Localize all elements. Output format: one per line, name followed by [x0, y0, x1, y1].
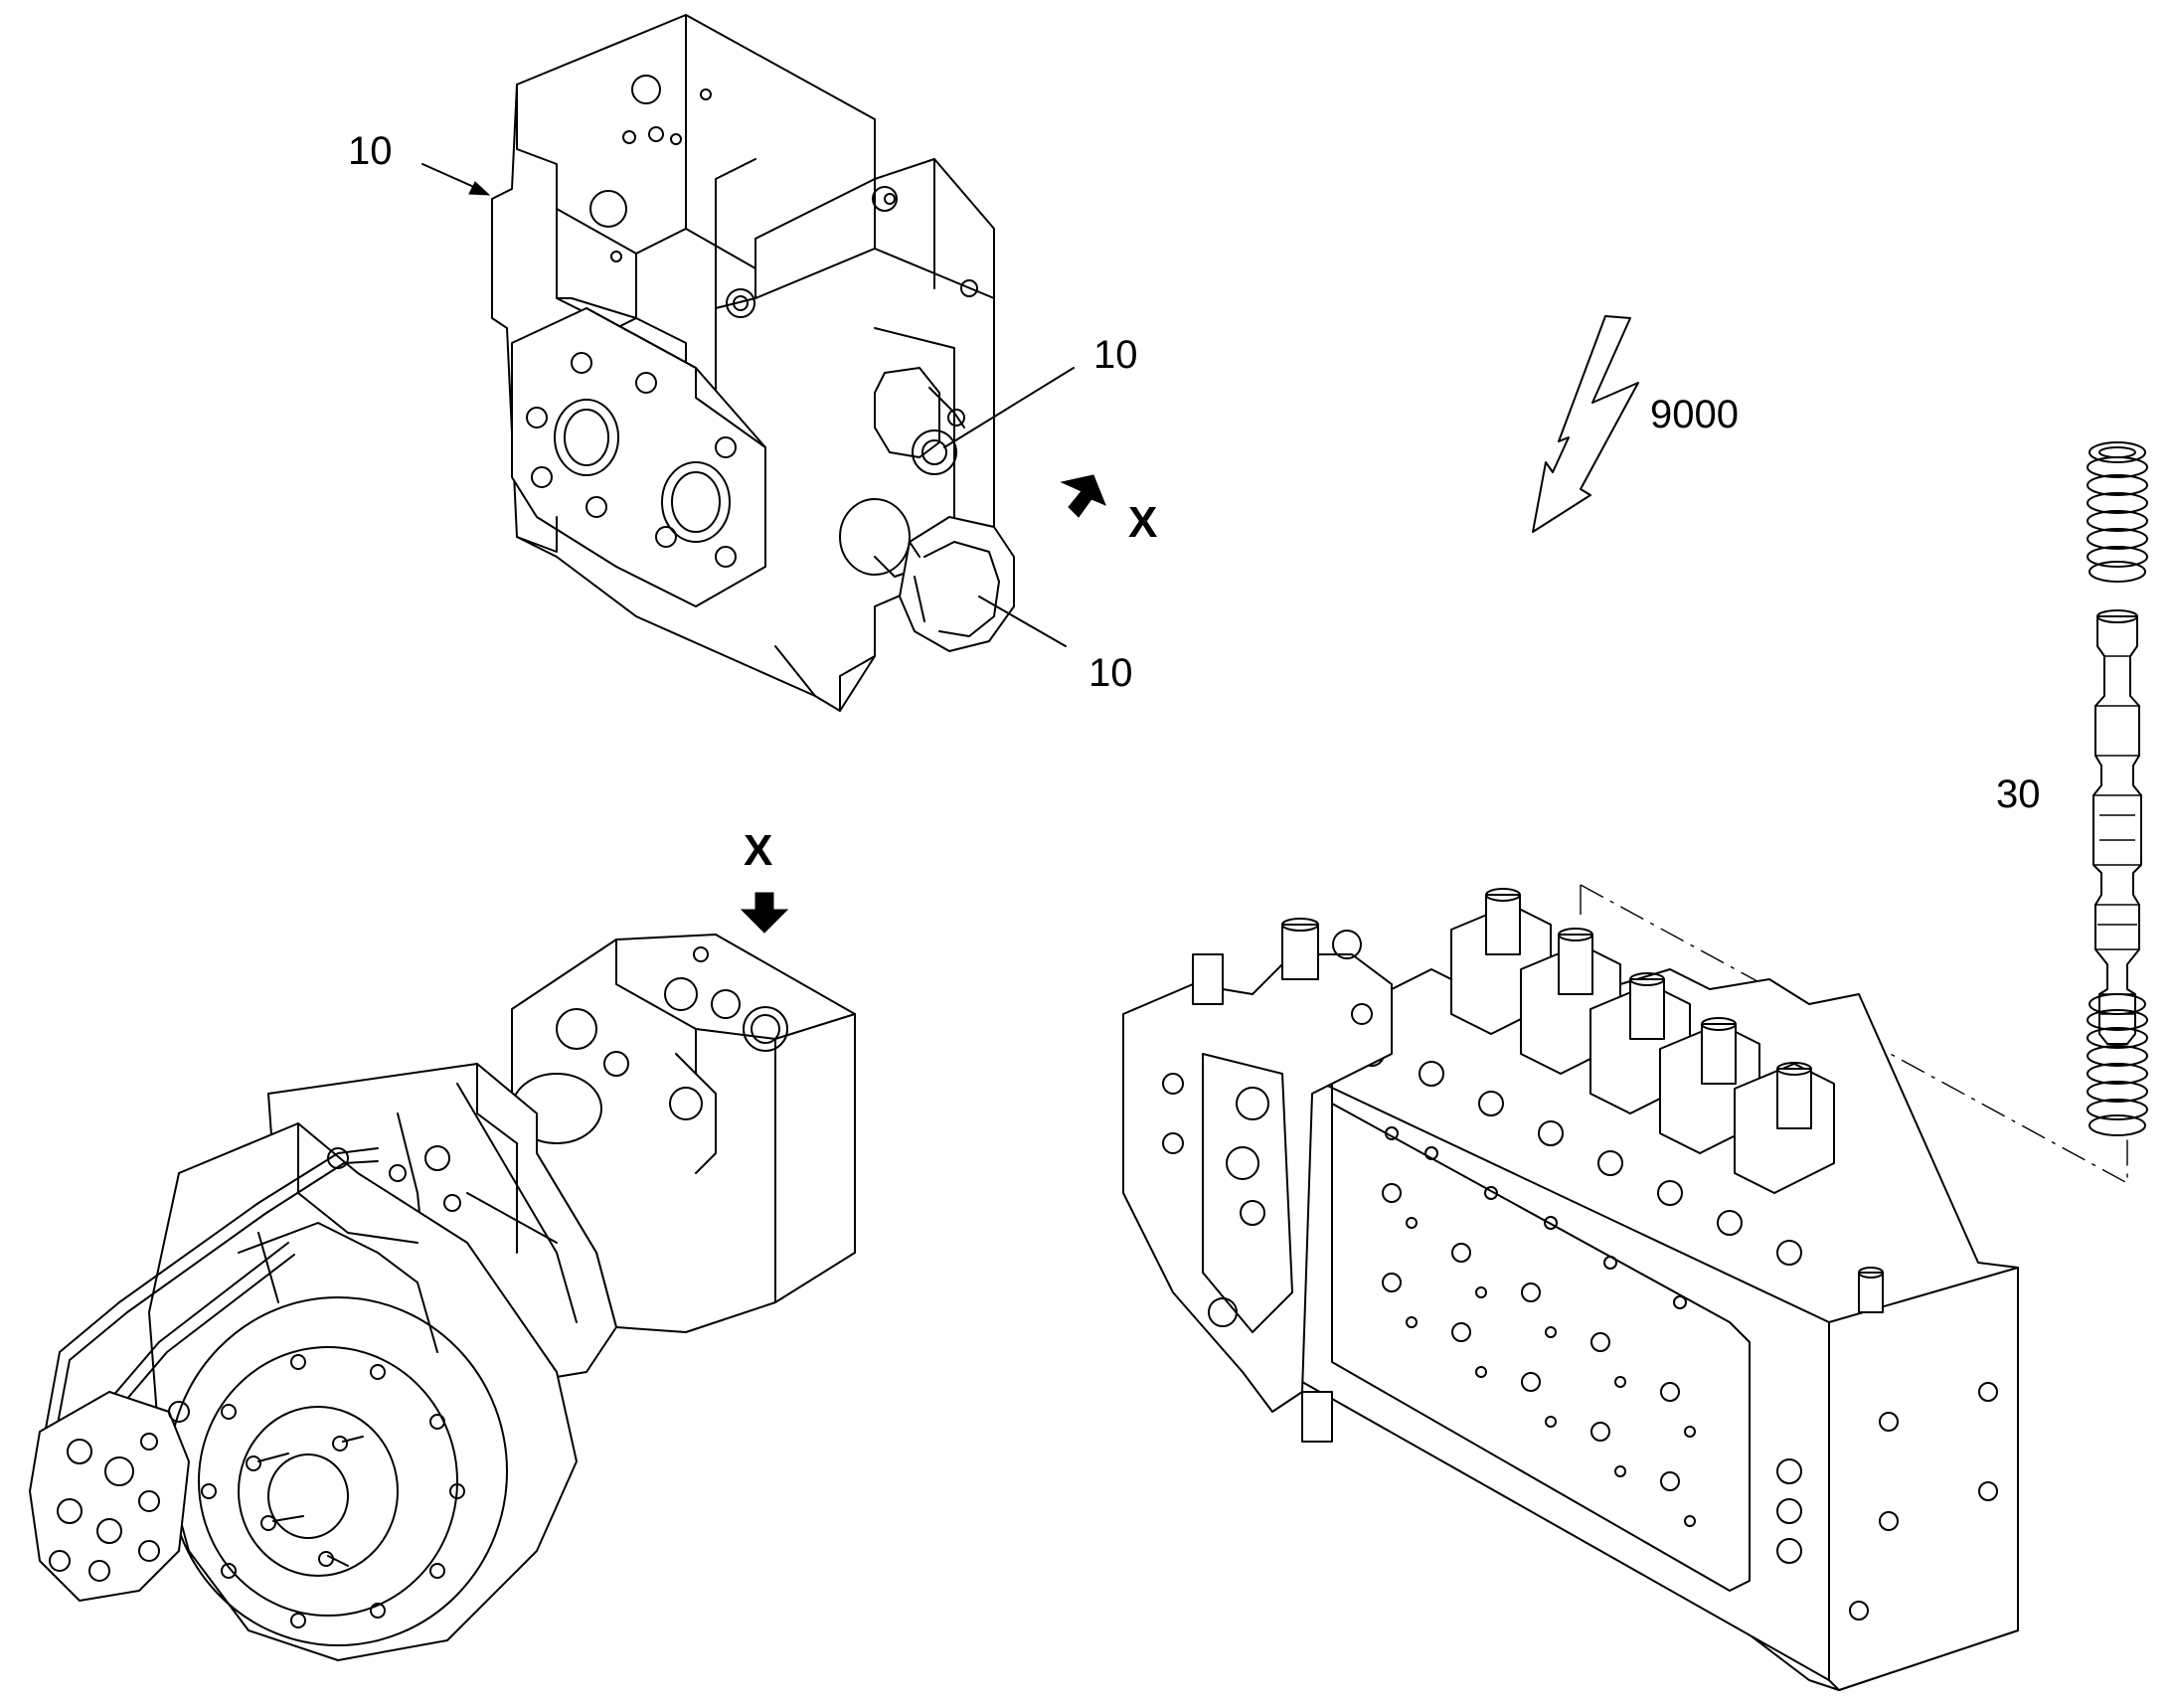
arrowhead	[468, 181, 491, 196]
leader-line	[978, 596, 1067, 647]
fitting-upper	[874, 367, 965, 475]
leader-line	[943, 367, 1075, 448]
view-arrow-icon	[1060, 474, 1106, 518]
section-caps	[1450, 888, 1835, 1194]
spring-bottom	[2087, 993, 2148, 1136]
spool	[2092, 609, 2142, 1045]
plug-lower	[899, 516, 1015, 652]
callout-10-upper-right: 10	[1093, 333, 1138, 377]
callout-10-lower-right: 10	[1088, 651, 1133, 695]
lightning-arrow-icon	[1532, 315, 1639, 533]
spring-top	[2087, 441, 2148, 583]
face-port-pattern	[1382, 1126, 1696, 1527]
view-arrow-icon	[740, 892, 789, 934]
spool-assembly	[1580, 441, 2148, 1184]
view-marker-x-top: X	[744, 826, 772, 875]
callout-30-spool: 30	[1996, 772, 2041, 816]
service-ref-9000: 9000	[1650, 393, 1739, 436]
control-valve-block	[1122, 888, 2019, 1691]
pump-assembly	[29, 892, 856, 1661]
view-marker-x-side: X	[1128, 498, 1157, 547]
callout-10-top-left: 10	[348, 129, 393, 173]
valve-block-top	[491, 14, 1015, 712]
